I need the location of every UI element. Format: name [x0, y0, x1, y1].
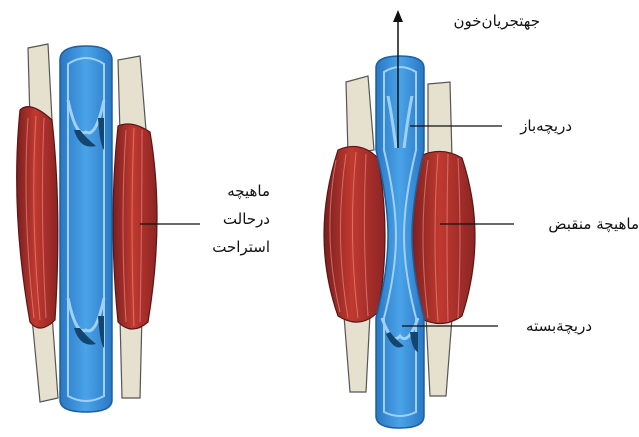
- relaxed-muscle-group: ماهیچه درحالت استراحت: [17, 44, 270, 412]
- c-right-tendon-bottom: [426, 316, 452, 396]
- right-tendon-top: [118, 56, 146, 134]
- contracted-muscle-group: جهتجریان‌خون دریچه‌باز ماهیچة منقبض دریچ…: [324, 10, 639, 428]
- blood-flow-arrow-head: [393, 10, 403, 22]
- label-valve-closed: دریچةبسته: [526, 317, 592, 335]
- c-left-tendon-bottom: [344, 314, 370, 392]
- label-valve-open: دریچه‌باز: [519, 117, 572, 135]
- label-relaxed-line1: ماهیچه: [227, 182, 270, 200]
- c-right-tendon-top: [428, 82, 452, 162]
- label-blood-flow: جهتجریان‌خون: [454, 12, 540, 30]
- label-relaxed-line3: استراحت: [212, 238, 270, 256]
- right-muscle-relaxed: [113, 124, 157, 329]
- label-muscle-contracted: ماهیچة منقبض: [548, 215, 639, 233]
- right-muscle-contracted: [411, 151, 475, 323]
- left-muscle-relaxed: [17, 107, 58, 328]
- label-relaxed-line2: درحالت: [223, 210, 270, 228]
- c-left-tendon-top: [346, 76, 374, 154]
